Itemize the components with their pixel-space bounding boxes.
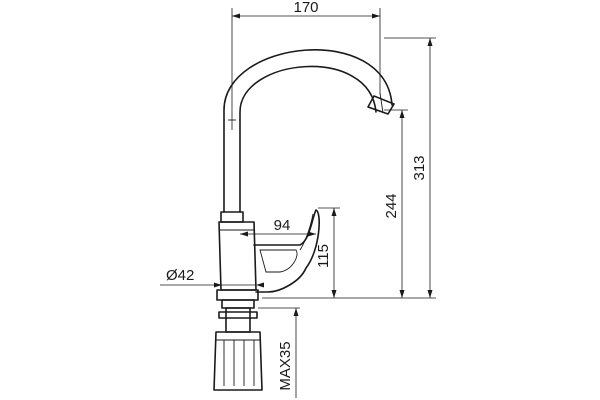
- dimension-lever-reach: 94: [240, 217, 316, 237]
- dimension-outlet-height: 244: [383, 109, 408, 298]
- dimension-max-countertop: MAX35: [258, 307, 300, 398]
- faucet-outline: [213, 49, 395, 391]
- dimension-label-spout-reach: 170: [293, 0, 318, 16]
- mounting-nut: [213, 331, 263, 391]
- spout-pipe-outer: [223, 49, 393, 213]
- aerator-ring: [379, 92, 384, 114]
- spout-aerator: [367, 95, 395, 115]
- lever-detail: [259, 249, 298, 273]
- dimension-lever-height: 115: [315, 207, 340, 298]
- dimension-label-base-diameter: Ø42: [166, 267, 194, 284]
- base-plate: [216, 289, 259, 301]
- mixer-body: [218, 221, 257, 291]
- dimension-total-height: 313: [262, 37, 436, 299]
- washer: [218, 311, 258, 319]
- swivel-collar: [220, 211, 244, 223]
- dimension-label-lever-reach: 94: [274, 217, 291, 234]
- dimension-base-diameter: Ø42: [160, 267, 264, 288]
- dimension-label-total-height: 313: [411, 155, 428, 180]
- dimension-spout-reach: 170: [231, 0, 381, 130]
- base-flange: [221, 299, 255, 309]
- spout-pipe-inner: [239, 65, 377, 213]
- lever-handle: [253, 209, 320, 293]
- lever-grip-line: [299, 213, 314, 251]
- dimension-label-outlet-height: 244: [383, 193, 400, 218]
- dimension-label-max-countertop: MAX35: [277, 341, 294, 390]
- dimension-label-lever-height: 115: [315, 244, 332, 268]
